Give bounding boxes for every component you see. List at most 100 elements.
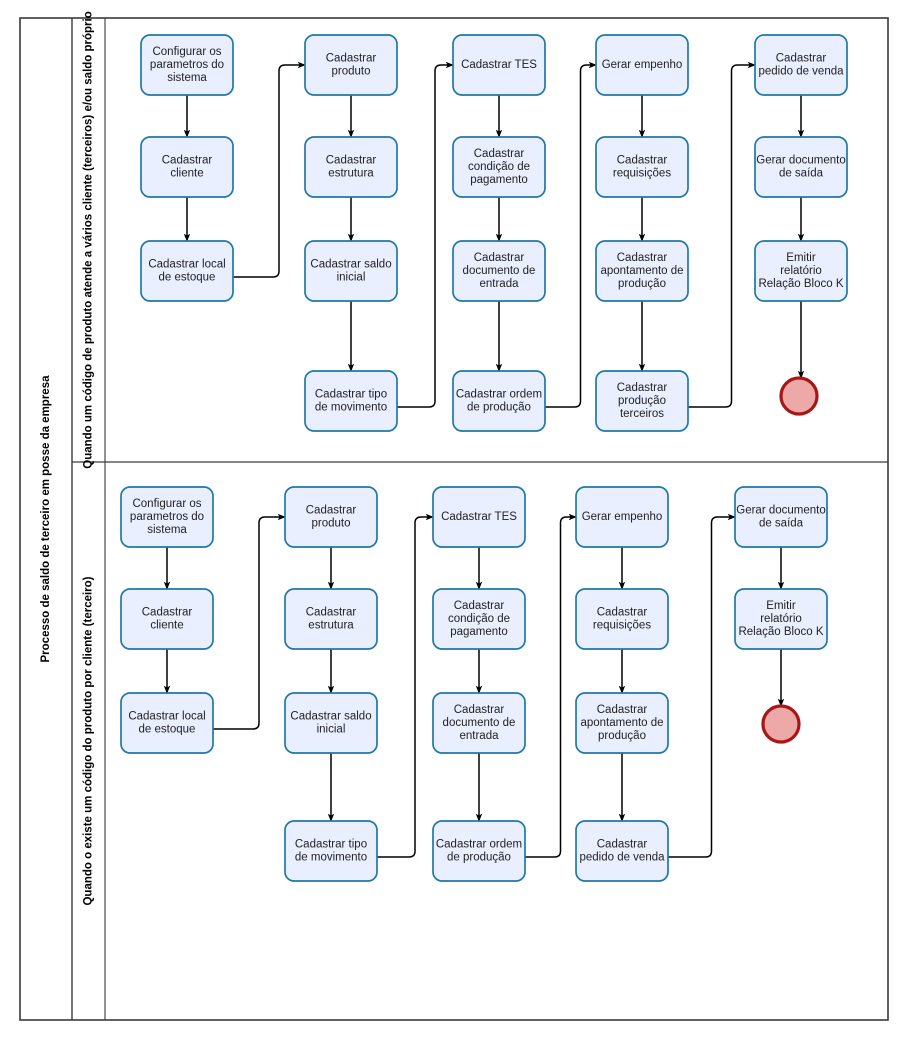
- task-label: apontamento de: [580, 717, 663, 729]
- task-box[interactable]: [575, 692, 669, 754]
- task-box[interactable]: [754, 34, 848, 96]
- task-box[interactable]: [452, 240, 546, 302]
- task-label: Cadastrar: [474, 252, 525, 264]
- task-box[interactable]: [120, 486, 214, 548]
- task-box[interactable]: [575, 486, 669, 548]
- task-box[interactable]: [754, 240, 848, 302]
- task-label: entrada: [459, 730, 499, 742]
- task-box[interactable]: [575, 820, 669, 882]
- task-box[interactable]: [734, 588, 828, 650]
- end-event[interactable]: [779, 376, 819, 416]
- task-box[interactable]: [284, 486, 378, 548]
- task-lane-1-col-3-0[interactable]: Cadastrar TES: [452, 34, 546, 96]
- task-box[interactable]: [754, 136, 848, 198]
- task-box[interactable]: [304, 34, 398, 96]
- task-label: Cadastrar: [597, 838, 648, 850]
- task-label: produção: [598, 730, 646, 742]
- task-box[interactable]: [120, 692, 214, 754]
- task-box[interactable]: [452, 34, 546, 96]
- flow-lane-2-col-4-to-col-5: [668, 513, 736, 858]
- task-lane-2-col-3-0[interactable]: Cadastrar TES: [432, 486, 526, 548]
- task-label: Cadastrar TES: [461, 59, 537, 71]
- task-box[interactable]: [304, 240, 398, 302]
- task-label: estrutura: [328, 168, 374, 180]
- task-box[interactable]: [140, 136, 234, 198]
- task-box[interactable]: [452, 136, 546, 198]
- task-label: de movimento: [295, 852, 367, 864]
- end-event-circle[interactable]: [761, 704, 801, 744]
- task-box[interactable]: [595, 136, 689, 198]
- task-label: produção: [618, 395, 666, 407]
- task-box[interactable]: [432, 486, 526, 548]
- task-box[interactable]: [304, 136, 398, 198]
- task-box[interactable]: [452, 370, 546, 432]
- task-label: de produção: [447, 852, 511, 864]
- task-box[interactable]: [734, 486, 828, 548]
- task-box[interactable]: [575, 588, 669, 650]
- task-box[interactable]: [140, 240, 234, 302]
- flow-lane-2-col-3-to-col-4: [525, 513, 577, 858]
- task-label: condição de: [468, 161, 530, 173]
- end-event-circle[interactable]: [779, 376, 819, 416]
- task-label: Cadastrar: [474, 148, 525, 160]
- task-box[interactable]: [432, 692, 526, 754]
- end-event[interactable]: [761, 704, 801, 744]
- task-box[interactable]: [284, 692, 378, 754]
- task-label: apontamento de: [600, 265, 683, 277]
- task-label: documento de: [463, 265, 536, 277]
- task-box[interactable]: [284, 820, 378, 882]
- task-box[interactable]: [595, 240, 689, 302]
- task-label: Cadastrar: [617, 252, 668, 264]
- task-lane-1-col-4-0[interactable]: Gerar empenho: [595, 34, 689, 96]
- task-box[interactable]: [120, 588, 214, 650]
- task-box[interactable]: [432, 588, 526, 650]
- task-label: produto: [331, 66, 370, 78]
- task-label: de saída: [779, 168, 824, 180]
- task-box[interactable]: [595, 34, 689, 96]
- task-lane-2-col-4-0[interactable]: Gerar empenho: [575, 486, 669, 548]
- task-label: Cadastrar tipo: [315, 388, 387, 400]
- task-box[interactable]: [284, 588, 378, 650]
- task-box[interactable]: [304, 370, 398, 432]
- task-label: Emitir: [786, 252, 816, 264]
- label-layer: Processo de saldo de terceiro em posse d…: [40, 11, 95, 905]
- task-box[interactable]: [140, 34, 234, 96]
- flow-lane-1-col-2-to-col-3: [397, 61, 454, 408]
- task-box[interactable]: [432, 820, 526, 882]
- task-label: entrada: [479, 278, 519, 290]
- task-box[interactable]: [595, 370, 689, 432]
- task-label: requisições: [613, 168, 671, 180]
- task-label: Cadastrar ordem: [456, 388, 542, 400]
